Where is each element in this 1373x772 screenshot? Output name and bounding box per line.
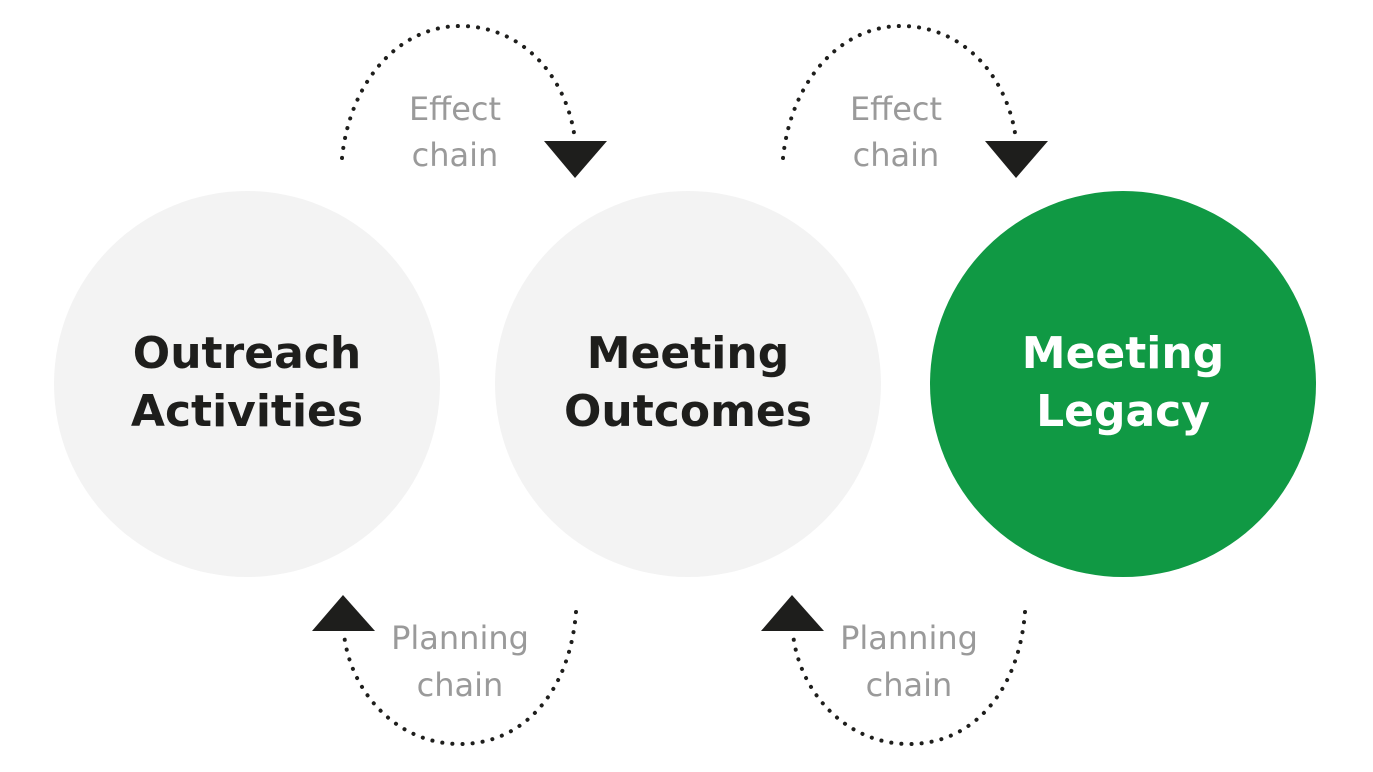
node-circle-meeting-legacy xyxy=(930,191,1316,577)
planning-chain-1-label-line1: Planning xyxy=(391,619,529,657)
node-label-legacy-line2: Legacy xyxy=(1036,386,1210,437)
planning-chain-2-arc xyxy=(791,610,1027,747)
node-label-legacy-line1: Meeting xyxy=(1022,328,1224,379)
effect-chain-1-label-line2: chain xyxy=(412,136,499,174)
effect-chain-2-arrowhead-icon xyxy=(985,141,1048,178)
node-circle-outreach-activities xyxy=(54,191,440,577)
effect-chain-2-label-line2: chain xyxy=(853,136,940,174)
planning-chain-2-label-line1: Planning xyxy=(840,619,978,657)
planning-chain-1-arrowhead-icon xyxy=(312,595,375,631)
node-circle-meeting-outcomes xyxy=(495,191,881,577)
effect-chain-2-label-line1: Effect xyxy=(850,90,942,128)
effect-chain-1-arc xyxy=(340,23,577,160)
effect-chain-1-arrowhead-icon xyxy=(544,141,607,178)
planning-chain-1-arc xyxy=(342,610,578,747)
planning-chain-2-arrowhead-icon xyxy=(761,595,824,631)
node-label-outcomes-line2: Outcomes xyxy=(564,386,812,437)
effect-chain-2-arc xyxy=(781,23,1018,160)
effect-chain-1-label-line1: Effect xyxy=(409,90,501,128)
node-label-outreach-line2: Activities xyxy=(131,386,363,437)
planning-chain-2-label-line2: chain xyxy=(866,666,953,704)
planning-chain-1-label-line2: chain xyxy=(417,666,504,704)
node-label-outcomes-line1: Meeting xyxy=(587,328,789,379)
node-label-outreach-line1: Outreach xyxy=(133,328,361,379)
